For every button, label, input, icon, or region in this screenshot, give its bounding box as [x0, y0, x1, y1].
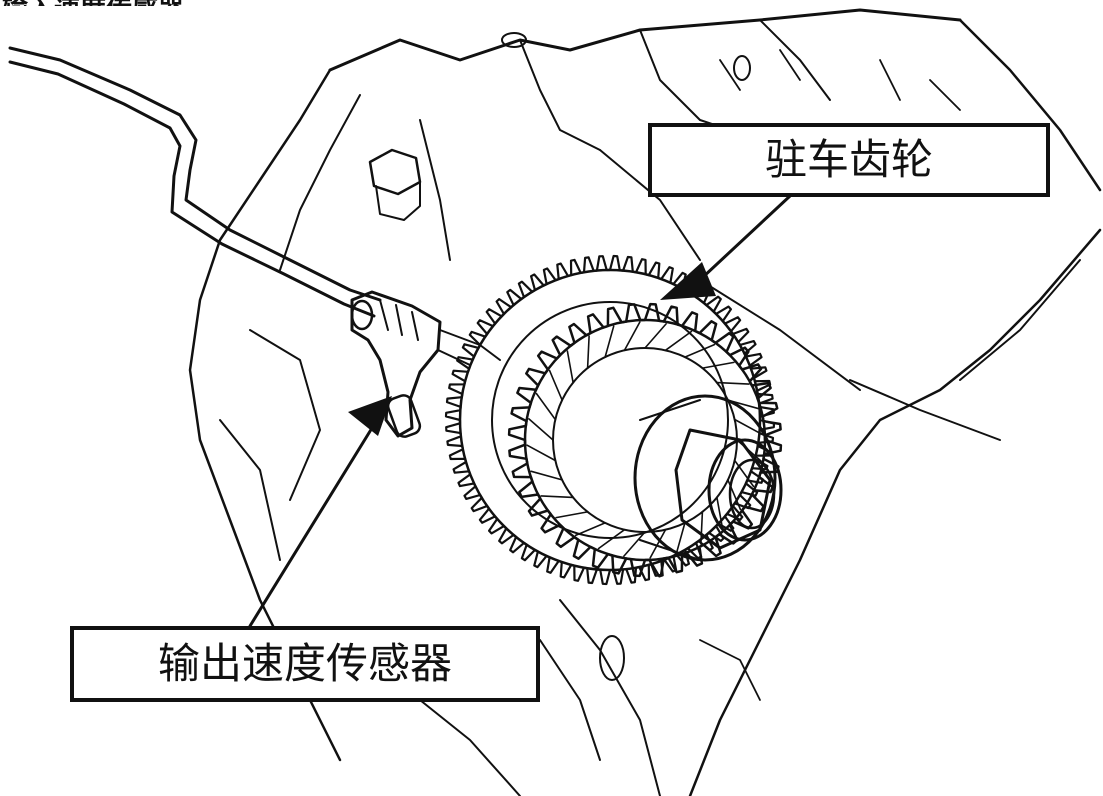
- page-title-cropped: 输入速度传感器: [2, 0, 185, 25]
- arrow-sensor-icon: [348, 396, 392, 436]
- callout-leader-sensor: [248, 396, 392, 628]
- shaft-nut: [633, 394, 783, 562]
- sensor-wire: [8, 46, 382, 318]
- helical-tooth-line: [586, 335, 590, 369]
- housing-outline: [188, 8, 1102, 796]
- helical-tooth-line: [733, 459, 755, 488]
- helical-tooth-line: [548, 369, 563, 401]
- helical-tooth-line: [526, 444, 557, 462]
- bolt-icon: [368, 148, 422, 221]
- helical-tooth-line: [716, 496, 724, 530]
- helical-tooth-line: [701, 361, 735, 369]
- page-title: 输入速度传感器: [2, 0, 185, 25]
- helical-tooth-line: [555, 511, 589, 519]
- helical-tooth-line: [535, 392, 557, 421]
- helical-tooth-line: [540, 495, 574, 499]
- label-parking-gear: 驻车齿轮: [648, 123, 1050, 197]
- label-parking-gear-text: 驻车齿轮: [765, 135, 933, 184]
- label-output-speed-sensor: 输出速度传感器: [70, 626, 540, 702]
- helical-tooth-line: [649, 528, 667, 559]
- helical-tooth-line: [604, 325, 615, 358]
- helical-tooth-line: [528, 418, 554, 441]
- large-gear: [444, 254, 776, 586]
- helical-tooth-line: [597, 528, 626, 550]
- label-output-speed-sensor-text: 输出速度传感器: [158, 639, 452, 688]
- output-speed-sensor: [350, 290, 501, 438]
- arrow-parking-gear-icon: [660, 262, 716, 300]
- helical-tooth-line: [716, 381, 750, 385]
- helical-tooth-line: [530, 470, 563, 481]
- helical-tooth-line: [574, 522, 606, 537]
- helical-tooth-line: [684, 343, 716, 358]
- helical-tooth-line: [644, 323, 667, 349]
- helical-tooth-line: [675, 522, 686, 555]
- gear-teeth: [444, 254, 776, 586]
- helical-tooth-line: [664, 330, 693, 352]
- helical-tooth-line: [700, 511, 704, 545]
- helical-tooth-line: [623, 321, 641, 352]
- helical-tooth-line: [566, 350, 574, 384]
- callout-leader-parking-gear: [660, 194, 792, 300]
- parking-gear: [507, 302, 783, 578]
- helical-tooth-line: [623, 531, 646, 557]
- helical-tooth-line: [733, 418, 764, 436]
